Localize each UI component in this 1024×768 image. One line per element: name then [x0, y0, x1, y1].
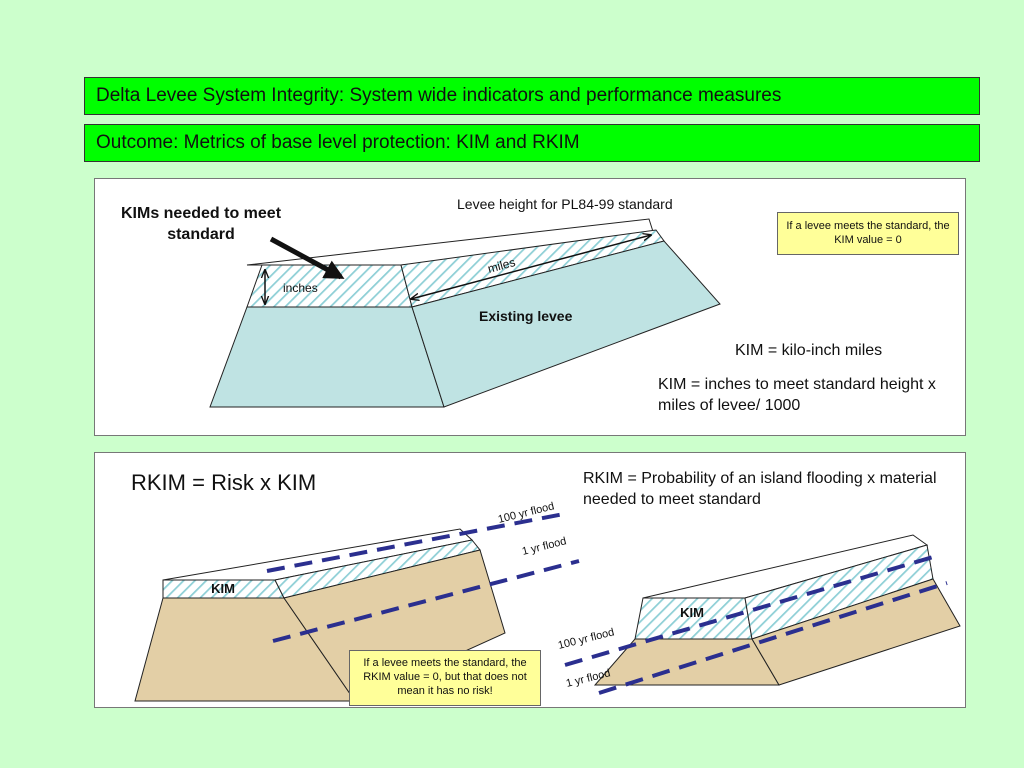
existing-levee-label: Existing levee	[479, 308, 573, 324]
kim-panel: inches miles Levee height for PL84-99 st…	[94, 178, 966, 436]
right-levee: KIM	[593, 534, 961, 686]
kim-note-text: If a levee meets the standard, the KIM v…	[786, 219, 950, 246]
left-100yr-flood-line	[266, 511, 570, 573]
right-1yr-flood-line	[598, 581, 948, 695]
rkim-definition: RKIM = Probability of an island flooding…	[583, 470, 937, 508]
rkim-levee-diagram: KIM KIM 100 yr flood 1 yr flood 100 yr f…	[134, 500, 961, 702]
outcome-banner: Outcome: Metrics of base level protectio…	[84, 124, 980, 162]
left-1yr-flood-line	[272, 559, 580, 643]
left-levee: KIM	[134, 528, 506, 702]
kims-needed-arrow	[269, 236, 345, 280]
levee-height-label: Levee height for PL84-99 standard	[457, 196, 673, 212]
rkim-note: If a levee meets the standard, the RKIM …	[349, 650, 541, 706]
kim-formula: KIM = inches to meet standard height x m…	[658, 376, 936, 414]
kim-note: If a levee meets the standard, the KIM v…	[777, 212, 959, 255]
left-1yr-flood-label: 1 yr flood	[521, 535, 568, 558]
right-levee-body-side	[751, 578, 961, 686]
left-levee-body-side	[283, 549, 506, 702]
existing-levee-front	[209, 306, 445, 408]
title-banner: Delta Levee System Integrity: System wid…	[84, 77, 980, 115]
kims-needed-label: KIMs needed to meet standard	[120, 205, 282, 243]
left-kim-label: KIM	[211, 581, 235, 596]
inches-label: inches	[283, 281, 318, 295]
miles-dimension	[411, 235, 651, 299]
kim-levee-diagram: inches miles Levee height for PL84-99 st…	[209, 196, 721, 408]
rkim-equation: RKIM = Risk x KIM	[131, 470, 317, 495]
outcome-text: Outcome: Metrics of base level protectio…	[96, 132, 580, 153]
right-100yr-flood-line	[564, 553, 941, 667]
right-levee-body-front	[593, 638, 780, 686]
kim-definition: KIM = kilo-inch miles	[735, 342, 883, 359]
slide-title: Delta Levee System Integrity: System wid…	[96, 85, 782, 106]
rkim-note-text: If a levee meets the standard, the RKIM …	[363, 657, 527, 697]
rkim-panel: KIM KIM 100 yr flood 1 yr flood 100 yr f…	[94, 452, 966, 708]
right-100yr-flood-label: 100 yr flood	[557, 626, 616, 652]
right-1yr-flood-label: 1 yr flood	[565, 667, 612, 690]
right-kim-label: KIM	[680, 605, 704, 620]
